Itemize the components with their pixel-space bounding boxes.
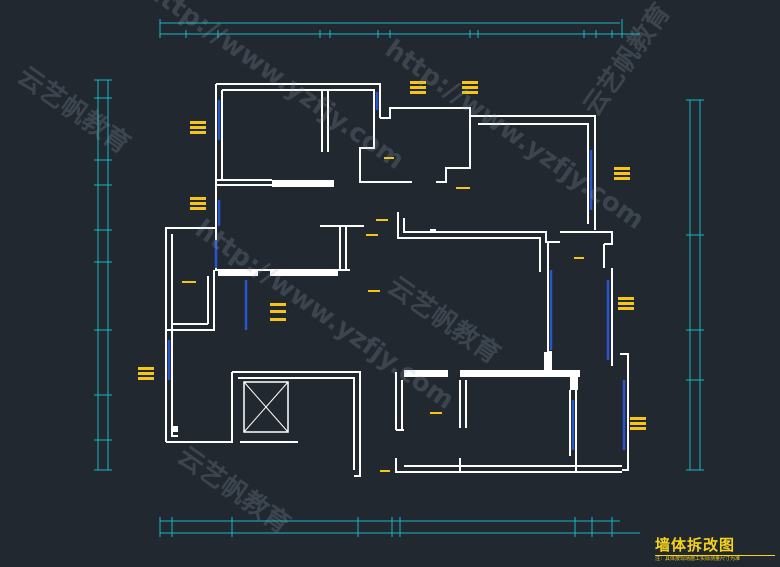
mark-d: [614, 167, 630, 180]
mark-a: [190, 121, 206, 134]
dimension-ticks: [94, 19, 704, 537]
wall-blocks: [172, 180, 580, 432]
demolition-marks: [138, 81, 646, 472]
mark-g: [270, 303, 286, 321]
mark-f: [618, 297, 634, 310]
mark-c: [462, 81, 478, 94]
drawing-title-block: 墙体拆改图 注：具体按现场施工实际测量尺寸为准: [655, 537, 775, 563]
mark-h: [138, 367, 154, 380]
mark-b: [410, 81, 426, 94]
mark-e: [190, 197, 206, 210]
mark-i: [630, 417, 646, 430]
title-underline: [655, 555, 775, 556]
drawing-note: 注：具体按现场施工实际测量尺寸为准: [655, 556, 741, 562]
walls: [165, 83, 629, 477]
dimension-lines: [97, 22, 701, 534]
new-wall-segments: [167, 92, 626, 450]
drawing-title: 墙体拆改图: [655, 536, 736, 554]
